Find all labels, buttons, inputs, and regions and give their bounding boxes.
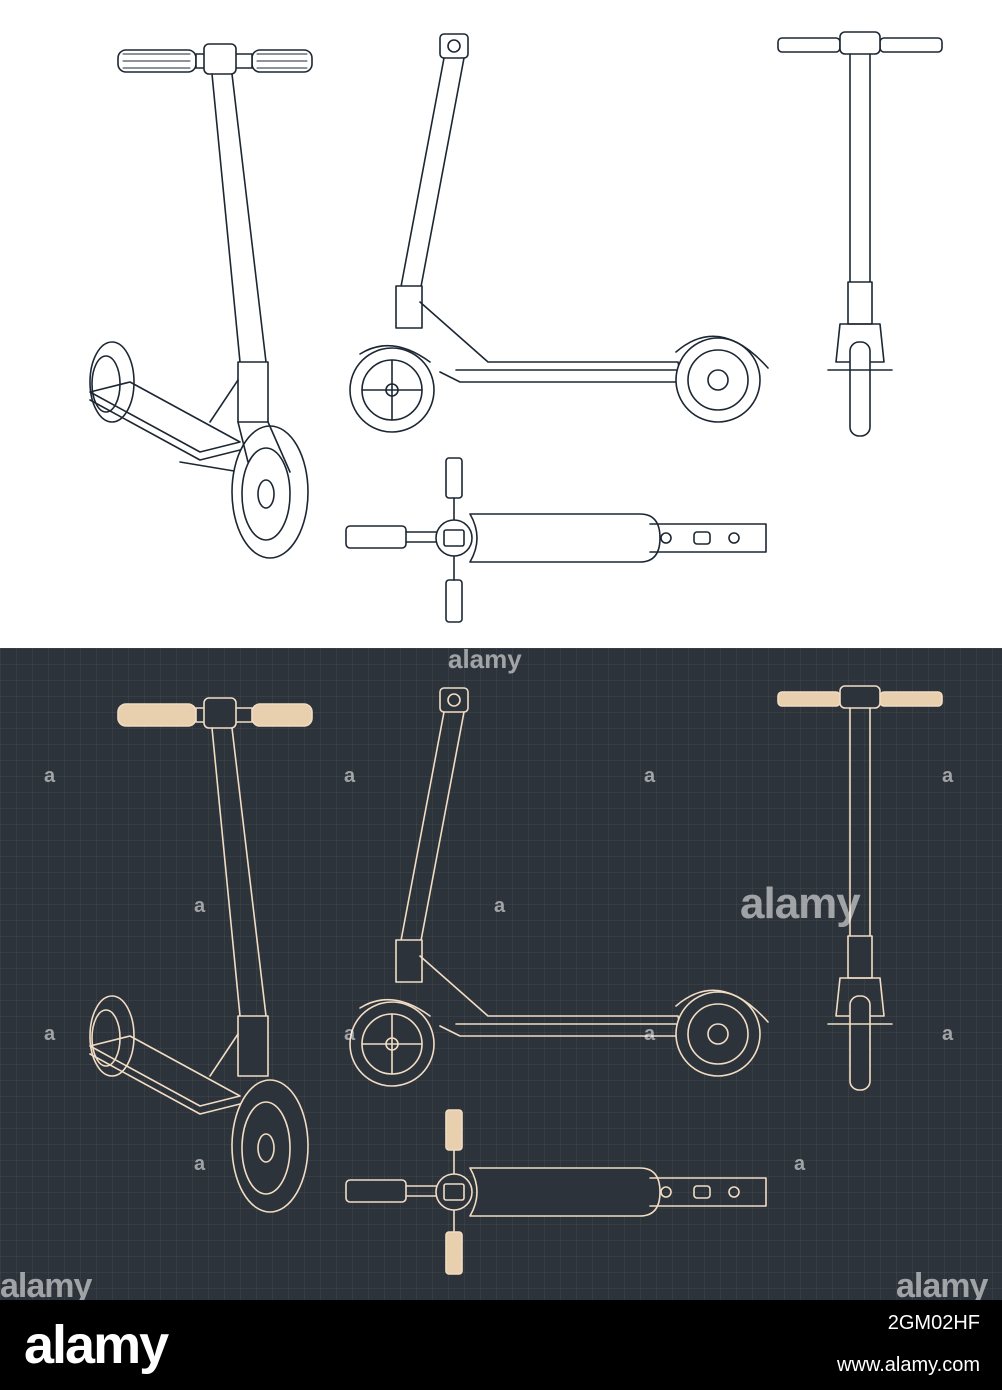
watermark-mark: a bbox=[344, 765, 356, 787]
watermark-mark: a bbox=[194, 895, 206, 917]
watermark-mark: a bbox=[644, 1023, 656, 1045]
footer-logo: alamy bbox=[24, 1315, 169, 1375]
light-blueprint-panel bbox=[0, 0, 1002, 648]
watermark-bottom-right: alamy bbox=[896, 1267, 988, 1300]
top-view bbox=[345, 457, 767, 623]
watermark-mark: a bbox=[44, 765, 56, 787]
watermark-mark: a bbox=[644, 765, 656, 787]
front-view-wheel bbox=[849, 341, 871, 437]
top-view-dark bbox=[345, 1109, 767, 1275]
footer-bar: alamy 2GM02HF www.alamy.com bbox=[0, 1300, 1002, 1390]
front-view bbox=[777, 31, 943, 437]
side-view bbox=[349, 33, 769, 433]
side-view-dark bbox=[349, 687, 769, 1087]
watermark-mark: a bbox=[942, 1023, 954, 1045]
footer-url: www.alamy.com bbox=[837, 1354, 980, 1376]
perspective-view bbox=[89, 43, 313, 559]
watermark-center: alamy bbox=[740, 879, 861, 928]
watermark-top: alamy bbox=[448, 648, 522, 674]
scooter-drawings-light bbox=[89, 31, 943, 623]
watermark-bottom-left: alamy bbox=[0, 1267, 92, 1300]
watermark-mark: a bbox=[942, 765, 954, 787]
watermark-mark: a bbox=[494, 895, 506, 917]
watermark-mark: a bbox=[344, 1023, 356, 1045]
image-id: 2GM02HF bbox=[887, 1312, 980, 1334]
front-view-dark bbox=[777, 685, 943, 1091]
watermark-mark: a bbox=[44, 1023, 56, 1045]
perspective-view-dark bbox=[89, 697, 313, 1213]
stem-head bbox=[203, 43, 237, 75]
dark-blueprint-panel: alamy a a a a a a alamy a a a a a a alam… bbox=[0, 648, 1002, 1300]
watermark-mark: a bbox=[194, 1153, 206, 1175]
scooter-drawings-dark bbox=[89, 685, 943, 1275]
watermark-mark: a bbox=[794, 1153, 806, 1175]
